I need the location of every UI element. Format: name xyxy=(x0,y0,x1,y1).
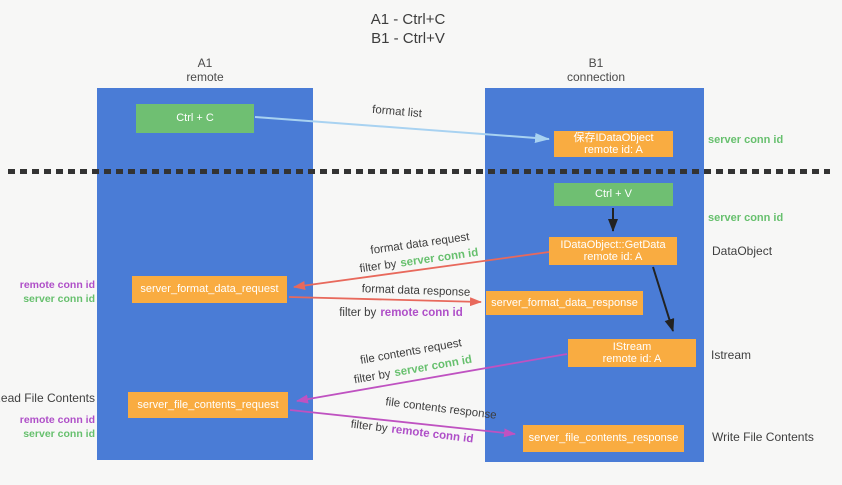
lane-header-b1: B1 connection xyxy=(546,56,646,84)
filter-by-text: filter by xyxy=(358,258,398,276)
idataobject-getdata-box: IDataObject::GetData remote id: A xyxy=(549,237,677,265)
server-format-data-request-box: server_format_data_request xyxy=(132,276,287,303)
write-file-contents-label: Write File Contents xyxy=(712,430,814,444)
filter-by-text: filter by xyxy=(349,418,389,435)
server-format-data-request-label: server_format_data_request xyxy=(140,283,279,296)
ctrl-v-box: Ctrl + V xyxy=(554,183,673,206)
server-file-contents-response-label: server_file_contents_response xyxy=(528,432,679,445)
ctrl-c-box: Ctrl + C xyxy=(136,104,254,133)
title-line-1: A1 - Ctrl+C xyxy=(370,11,446,28)
lane-b1-name: B1 xyxy=(588,56,604,70)
format-request-conn-id-labels: remote conn id server conn id xyxy=(20,278,95,306)
format-list-label: format list xyxy=(371,103,423,121)
server-conn-id-right-label-1: server conn id xyxy=(708,134,784,146)
remote-conn-id-side-label: remote conn id xyxy=(19,414,95,426)
server-file-contents-response-box: server_file_contents_response xyxy=(523,425,684,452)
server-format-data-response-box: server_format_data_response xyxy=(486,291,643,315)
server-conn-id-side-label: server conn id xyxy=(23,428,95,440)
file-contents-response-label: file contents response xyxy=(384,396,498,422)
ctrl-c-label: Ctrl + C xyxy=(176,112,214,125)
idataobject-getdata-line1: IDataObject::GetData xyxy=(560,238,666,251)
save-idataobject-line2: remote id: A xyxy=(584,144,643,156)
remote-conn-id-text: remote conn id xyxy=(380,307,463,319)
file-request-side-labels: Read File Contents remote conn id server… xyxy=(0,391,95,441)
dataobject-label: DataObject xyxy=(712,244,773,258)
save-idataobject-line1: 保存IDataObject xyxy=(573,131,654,144)
istream-line1: IStream xyxy=(612,340,652,353)
lane-b1-role: connection xyxy=(566,70,626,84)
server-format-data-response-label: server_format_data_response xyxy=(491,296,638,309)
server-conn-id-side-label: server conn id xyxy=(23,293,95,305)
remote-conn-id-side-label: remote conn id xyxy=(19,279,95,291)
idataobject-getdata-line2: remote id: A xyxy=(583,251,643,263)
session-separator-line xyxy=(8,169,830,174)
lane-a1-name: A1 xyxy=(197,56,213,70)
server-conn-id-right-label-2: server conn id xyxy=(708,212,784,224)
remote-conn-id-text: remote conn id xyxy=(390,423,475,446)
format-data-response-label: format data response xyxy=(361,283,471,299)
istream-box: IStream remote id: A xyxy=(568,339,696,367)
lane-header-a1: A1 remote xyxy=(155,56,255,84)
diagram-title: A1 - Ctrl+C B1 - Ctrl+V xyxy=(328,10,488,48)
lane-a1-role: remote xyxy=(186,70,224,84)
save-idataobject-box: 保存IDataObject remote id: A xyxy=(554,131,673,157)
server-file-contents-request-label: server_file_contents_request xyxy=(137,398,279,411)
istream-side-label: Istream xyxy=(711,348,752,362)
title-line-2: B1 - Ctrl+V xyxy=(371,30,445,47)
ctrl-v-label: Ctrl + V xyxy=(595,188,632,201)
istream-line2: remote id: A xyxy=(602,353,662,365)
read-file-contents-label: Read File Contents xyxy=(0,391,95,405)
filter-by-text: filter by xyxy=(353,368,392,387)
filter-by-text: filter by xyxy=(339,307,377,319)
server-file-contents-request-box: server_file_contents_request xyxy=(128,392,288,418)
